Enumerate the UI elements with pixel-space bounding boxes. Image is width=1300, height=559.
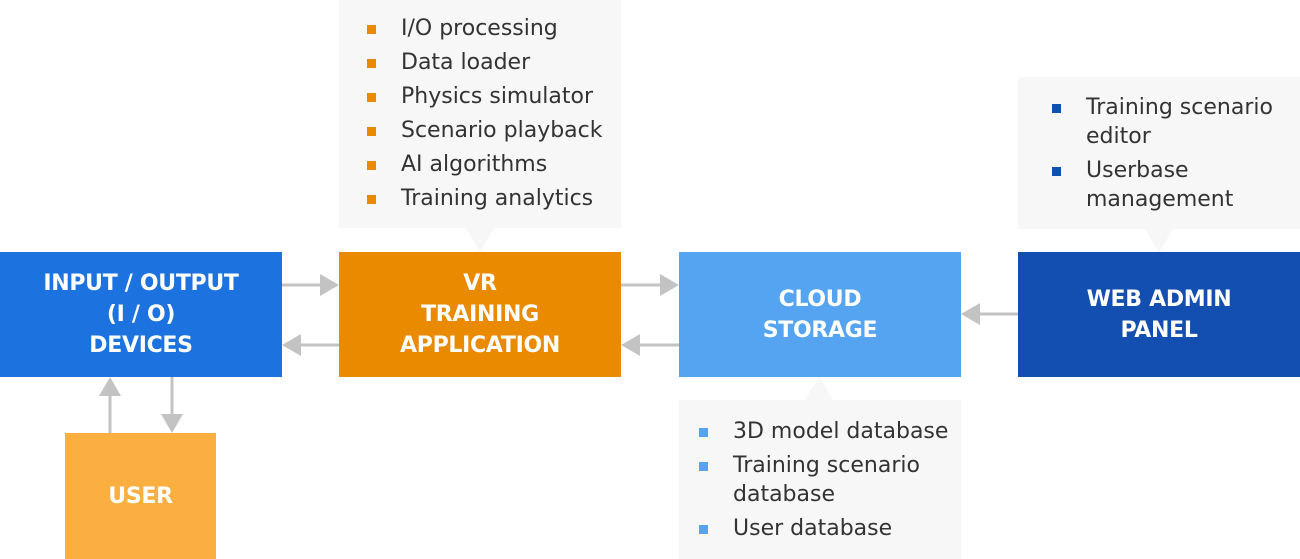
arrowhead-io-to-vr (320, 274, 339, 296)
web-admin-callout: Training scenario editor Userbase manage… (1018, 77, 1300, 229)
bullet-icon (699, 525, 708, 534)
list-item-label: AI algorithms (401, 152, 548, 177)
arrowhead-vr-to-cloud (660, 274, 679, 296)
bullet-icon (1052, 104, 1061, 113)
list-item: Userbase management (1052, 156, 1296, 214)
io-devices-node: INPUT / OUTPUT (I / O) DEVICES (0, 252, 282, 377)
vr-callout-pointer (466, 228, 494, 252)
cloud-feature-list: 3D model database Training scenario data… (699, 417, 961, 543)
list-item-label: I/O processing (401, 16, 558, 41)
arrowhead-user-to-io (99, 377, 121, 396)
list-item-label: Training scenario editor (1086, 95, 1273, 149)
arrowhead-cloud-to-vr (621, 334, 640, 356)
bullet-icon (367, 25, 376, 34)
list-item: Data loader (367, 48, 621, 82)
arrowhead-io-to-user (161, 414, 183, 433)
cloud-callout-pointer (805, 376, 833, 400)
list-item-label: Data loader (401, 50, 531, 75)
cloud-callout: 3D model database Training scenario data… (679, 400, 961, 559)
list-item-label: Userbase management (1086, 158, 1234, 212)
list-item: 3D model database (699, 417, 973, 446)
web-admin-callout-pointer (1145, 229, 1173, 253)
vr-app-node: VR TRAINING APPLICATION (339, 252, 621, 377)
list-item: User database (699, 514, 973, 543)
list-item: Training scenario database (699, 451, 953, 509)
list-item: Training analytics (367, 184, 621, 218)
list-item: Physics simulator (367, 82, 621, 116)
arrowhead-webadmin-to-cloud (961, 303, 980, 325)
bullet-icon (1052, 167, 1061, 176)
bullet-icon (699, 428, 708, 437)
bullet-icon (367, 127, 376, 136)
vr-app-feature-list: I/O processing Data loader Physics simul… (367, 14, 621, 218)
bullet-icon (367, 161, 376, 170)
list-item-label: Scenario playback (401, 118, 603, 143)
list-item: I/O processing (367, 14, 621, 48)
vr-app-callout: I/O processing Data loader Physics simul… (339, 0, 621, 228)
cloud-storage-node: CLOUD STORAGE (679, 252, 961, 377)
bullet-icon (367, 59, 376, 68)
list-item: AI algorithms (367, 150, 621, 184)
list-item-label: 3D model database (733, 419, 949, 444)
list-item-label: Physics simulator (401, 84, 594, 109)
bullet-icon (699, 462, 708, 471)
list-item-label: User database (733, 516, 893, 541)
user-node: USER (65, 433, 216, 559)
web-admin-feature-list: Training scenario editor Userbase manage… (1052, 93, 1300, 214)
list-item-label: Training analytics (401, 186, 594, 211)
bullet-icon (367, 93, 376, 102)
list-item: Training scenario editor (1052, 93, 1296, 151)
bullet-icon (367, 195, 376, 204)
web-admin-node: WEB ADMIN PANEL (1018, 252, 1300, 377)
list-item: Scenario playback (367, 116, 621, 150)
arrowhead-vr-to-io (282, 334, 301, 356)
list-item-label: Training scenario database (733, 453, 920, 507)
